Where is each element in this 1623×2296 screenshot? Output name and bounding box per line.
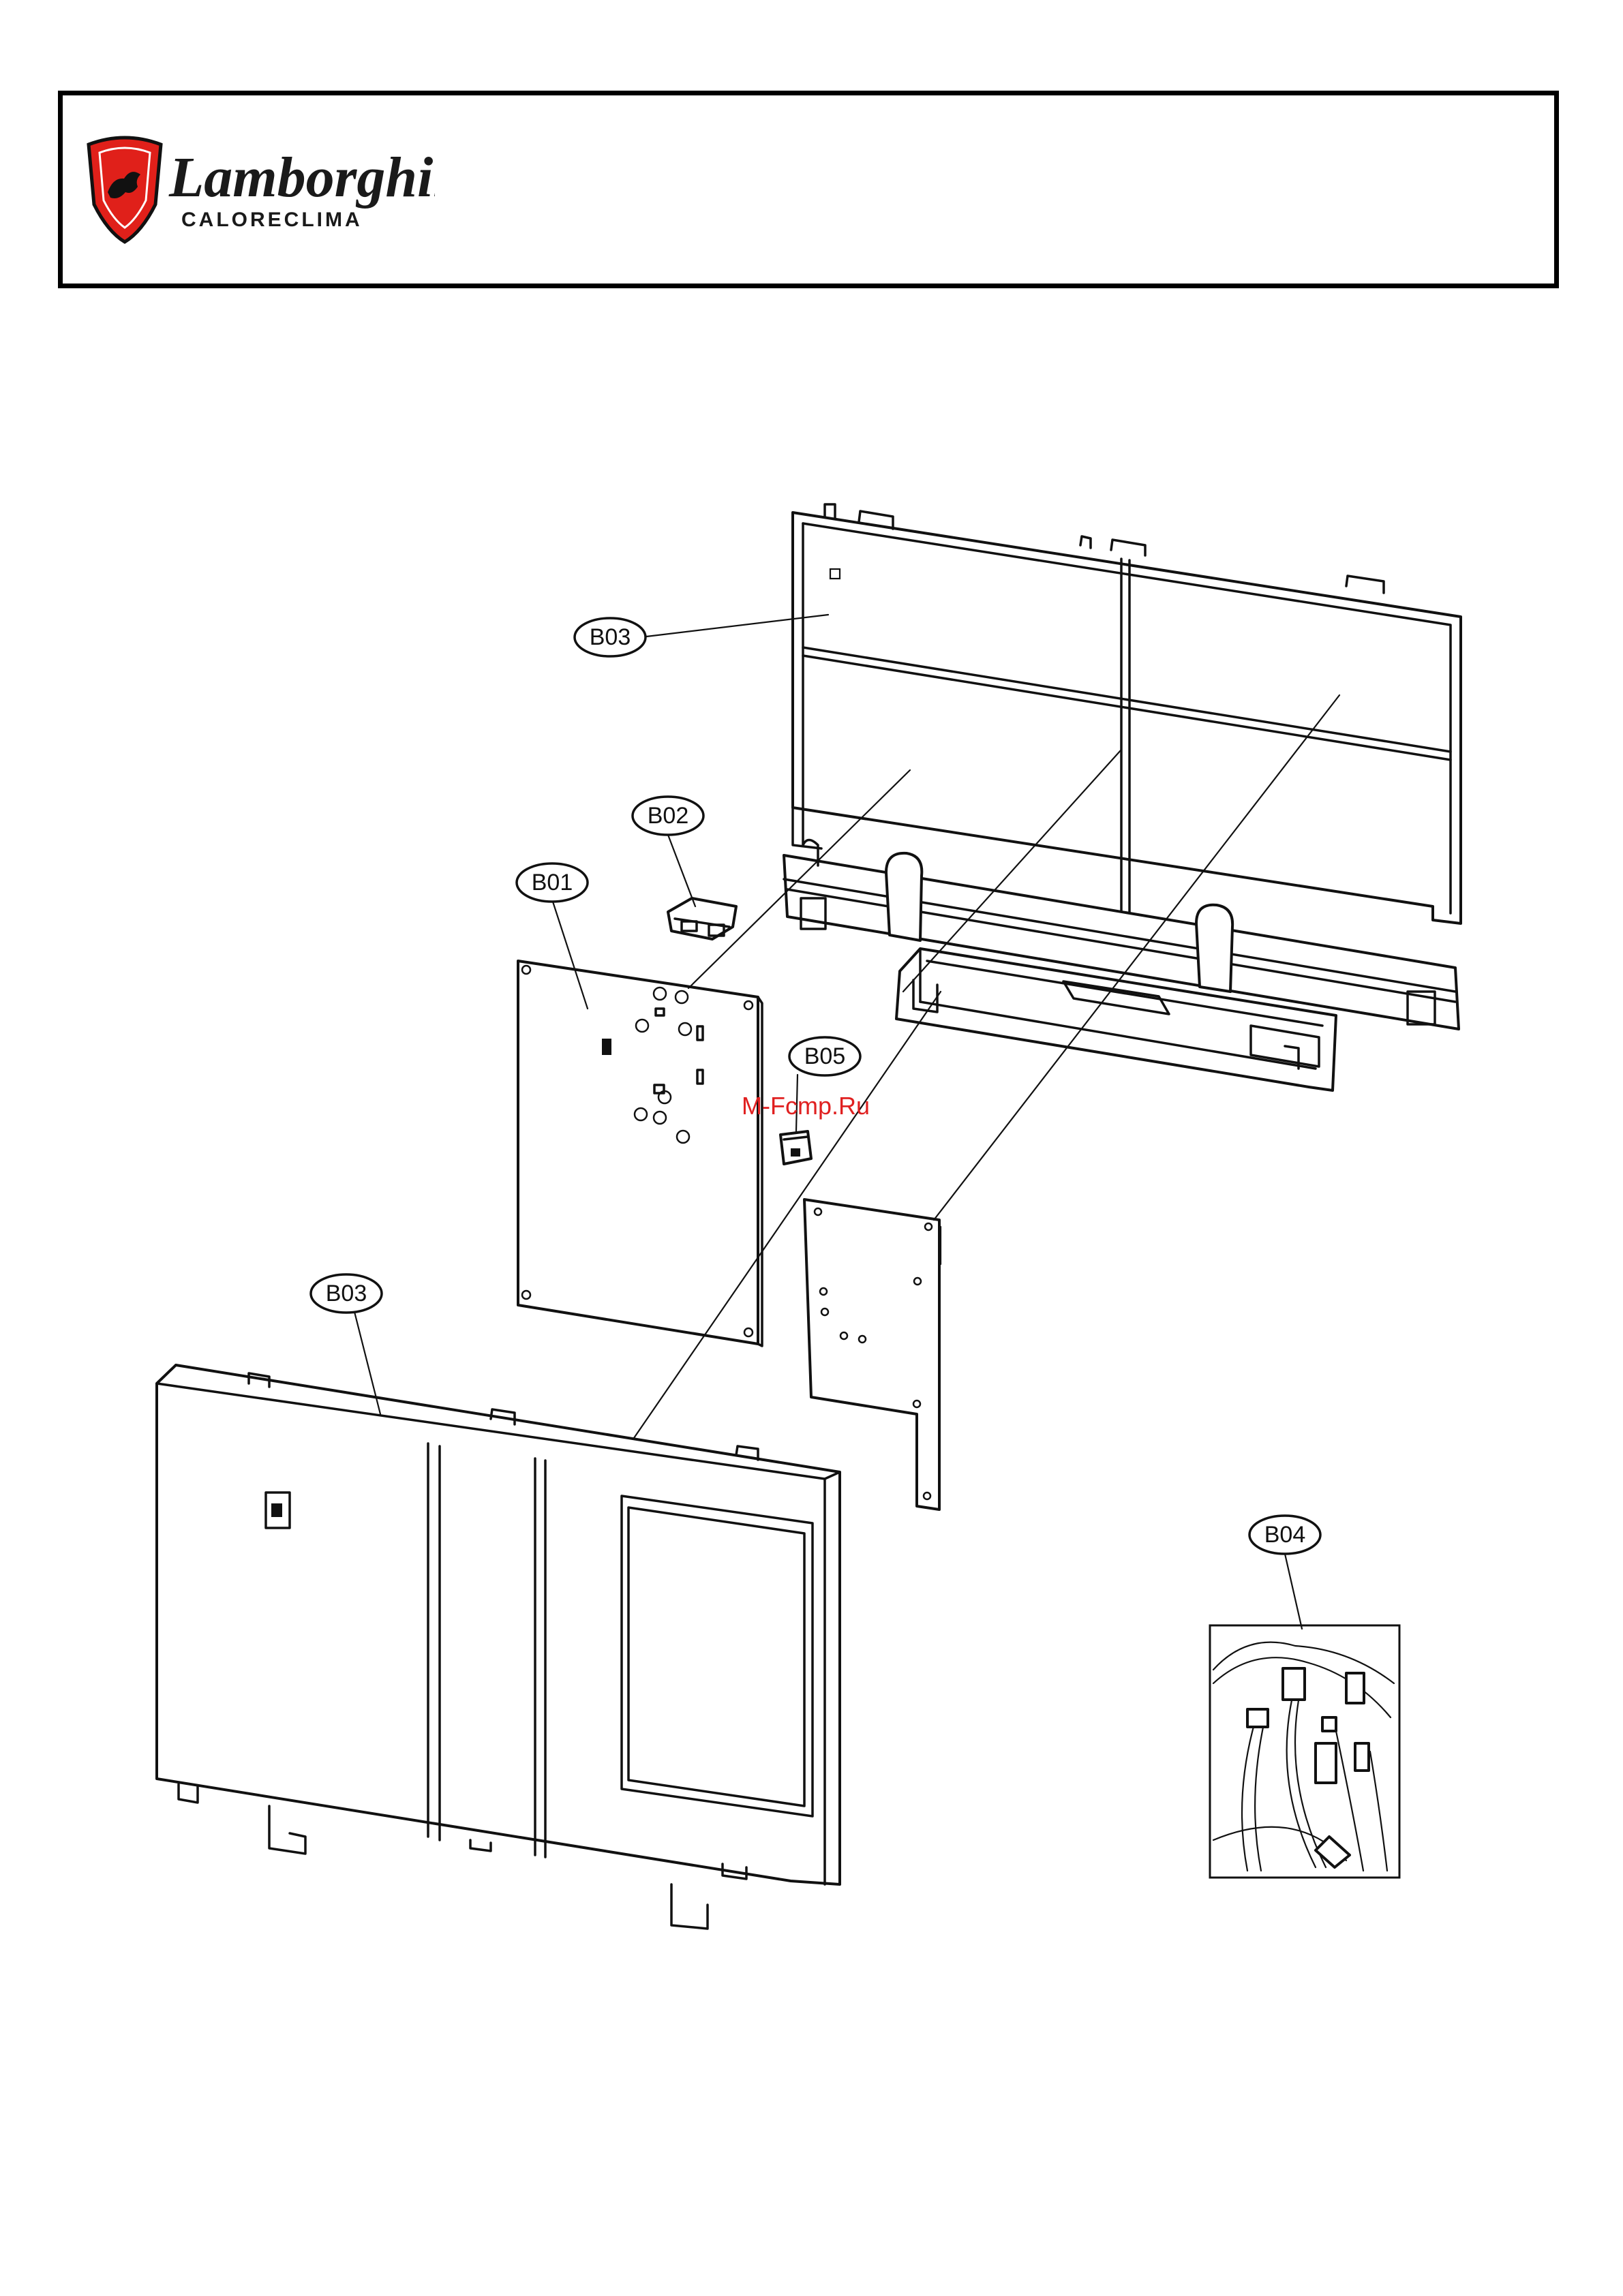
callout-label: B03 <box>326 1281 367 1306</box>
callout-b04: B04 <box>1249 1516 1320 1629</box>
main-pcb-b01 <box>518 961 762 1346</box>
callout-b03-top: B03 <box>575 615 828 656</box>
wiring-harness-b04 <box>1210 1625 1399 1878</box>
callout-label: B04 <box>1264 1522 1306 1548</box>
callout-b02: B02 <box>633 797 703 906</box>
front-cover <box>157 1365 840 1929</box>
connector-b05 <box>780 1131 811 1164</box>
small-pcb-b02 <box>668 898 736 939</box>
callout-label: B03 <box>590 624 631 650</box>
callout-label: B02 <box>648 803 689 829</box>
callout-label: B05 <box>804 1043 846 1069</box>
watermark-text: M-Fcmp.Ru <box>742 1092 870 1120</box>
callout-label: B01 <box>532 870 573 896</box>
mounting-plate <box>804 1199 939 1510</box>
